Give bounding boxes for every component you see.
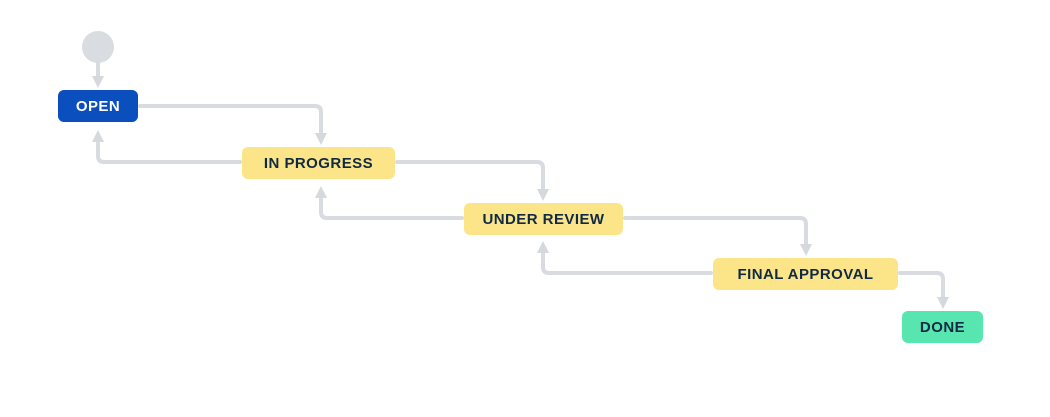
arrowhead-down-icon bbox=[537, 189, 549, 201]
edge-open-to-in-progress bbox=[138, 104, 327, 145]
edge-in-progress-to-under-review bbox=[395, 160, 549, 201]
status-badge-in-progress-label: IN PROGRESS bbox=[263, 154, 374, 172]
arrowhead-down-icon bbox=[315, 133, 327, 145]
status-badge-open[interactable]: OPEN bbox=[58, 90, 138, 122]
edge-under-review-to-in-progress bbox=[315, 186, 464, 220]
arrowhead-up-icon bbox=[537, 241, 549, 253]
edge-final-approval-to-under-review bbox=[537, 241, 713, 275]
status-badge-done-label: DONE bbox=[919, 318, 966, 336]
status-badge-under-review-label: UNDER REVIEW bbox=[482, 210, 605, 228]
edge-under-review-to-final-approval bbox=[623, 216, 812, 256]
start-node-circle[interactable] bbox=[82, 31, 114, 63]
edge-final-approval-to-done bbox=[898, 271, 949, 309]
status-badge-final-approval-label: FINAL APPROVAL bbox=[737, 265, 874, 283]
arrowhead-down-icon bbox=[92, 76, 104, 88]
edge-in-progress-to-open bbox=[92, 130, 242, 164]
arrowhead-down-icon bbox=[937, 297, 949, 309]
status-badge-open-label: OPEN bbox=[75, 97, 121, 115]
status-badge-done[interactable]: DONE bbox=[902, 311, 983, 343]
arrowhead-up-icon bbox=[92, 130, 104, 142]
status-badge-final-approval[interactable]: FINAL APPROVAL bbox=[713, 258, 898, 290]
edge-start-to-open bbox=[92, 60, 104, 88]
arrowhead-down-icon bbox=[800, 244, 812, 256]
arrowhead-up-icon bbox=[315, 186, 327, 198]
status-badge-under-review[interactable]: UNDER REVIEW bbox=[464, 203, 623, 235]
status-badge-in-progress[interactable]: IN PROGRESS bbox=[242, 147, 395, 179]
